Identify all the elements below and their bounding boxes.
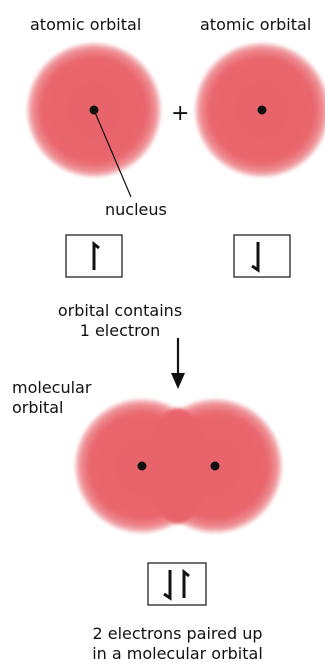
reaction-arrow-head xyxy=(171,373,185,389)
paired-electrons-label: 2 electrons paired up in a molecular orb… xyxy=(45,624,310,664)
molecular-orbital-label: molecular orbital xyxy=(12,378,91,418)
molecular-electron-box xyxy=(148,563,206,605)
right-electron-box xyxy=(234,235,290,277)
molecular-orbital-line-2: orbital xyxy=(12,398,91,418)
molecular-orbital xyxy=(75,399,282,533)
orbital-contains-label: orbital contains 1 electron xyxy=(20,301,220,341)
nucleus-label: nucleus xyxy=(105,200,167,220)
left-atomic-orbital-label: atomic orbital xyxy=(30,15,141,35)
paired-line-2: in a molecular orbital xyxy=(45,644,310,664)
molecular-orbital-line-1: molecular xyxy=(12,378,91,398)
right-atomic-orbital-label: atomic orbital xyxy=(200,15,311,35)
molecular-nucleus-left xyxy=(138,462,147,471)
plus-sign: + xyxy=(171,102,189,126)
orbital-contains-line-2: 1 electron xyxy=(20,321,220,341)
right-nucleus xyxy=(258,106,267,115)
paired-line-1: 2 electrons paired up xyxy=(45,624,310,644)
molecular-nucleus-right xyxy=(211,462,220,471)
orbital-contains-line-1: orbital contains xyxy=(20,301,220,321)
